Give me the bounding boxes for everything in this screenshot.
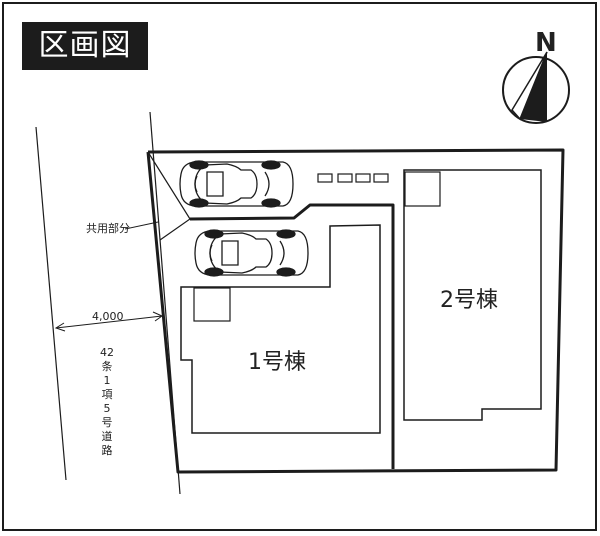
page-title: 区画図 [38, 28, 132, 63]
building-2-label: 2号棟 [440, 288, 498, 313]
property-boundary [146, 148, 565, 474]
road-type-label: 42条1項5号道路 [100, 346, 114, 457]
car-icon-1 [179, 160, 294, 208]
building-2-porch [404, 171, 441, 207]
road-edge-left [35, 126, 67, 481]
shared-area-label: 共用部分 [86, 222, 130, 235]
road-width-label: 4,000 [92, 310, 124, 323]
car-icon-2 [194, 229, 309, 277]
north-arrow-icon [502, 51, 570, 124]
building-1-outline [180, 224, 381, 434]
title-badge: 区画図 [22, 22, 148, 70]
meter-boxes [317, 173, 389, 183]
shared-area-lines [147, 151, 191, 241]
building-2-outline [403, 169, 542, 421]
outer-frame [2, 2, 597, 531]
building-1-label: 1号棟 [248, 350, 306, 375]
building-1-porch [193, 287, 231, 322]
north-label: N [535, 28, 557, 58]
road-width-dimension [55, 315, 163, 329]
lot-1-boundary [189, 203, 395, 469]
